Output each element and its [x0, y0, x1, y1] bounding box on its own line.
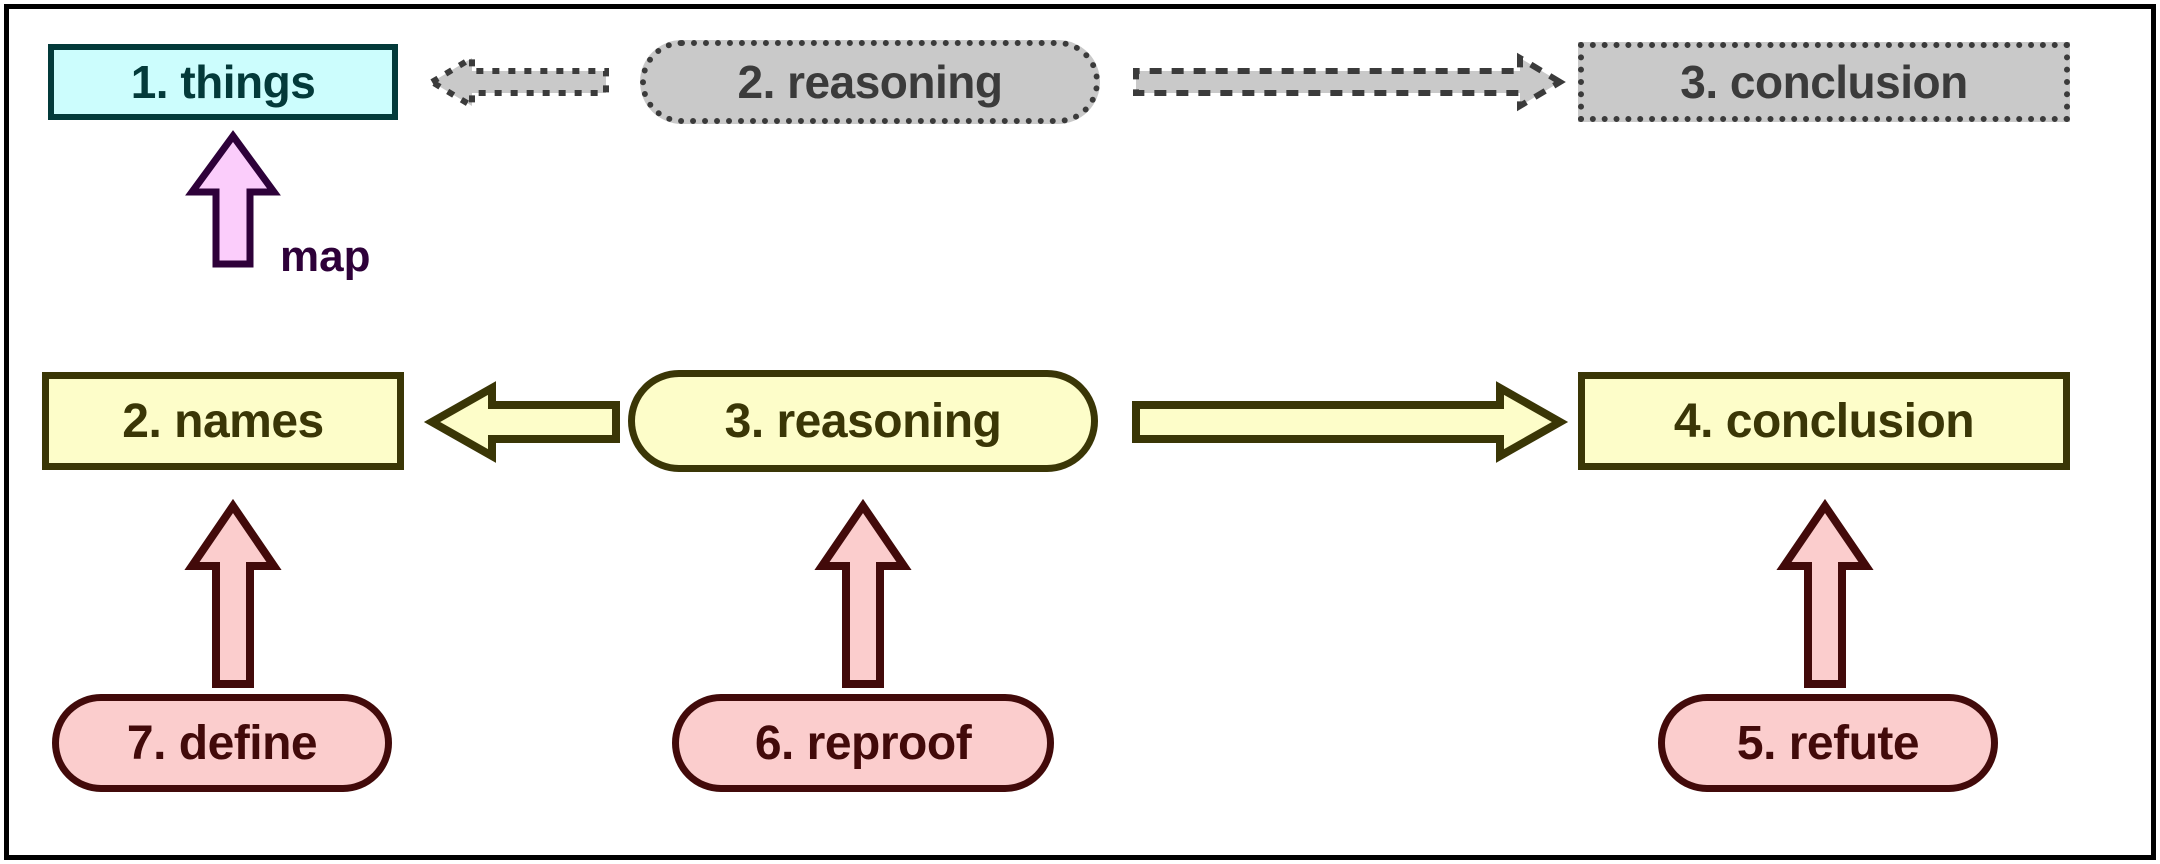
node-reasoning-mid[interactable]: 3. reasoning [628, 370, 1098, 472]
edge-refute-to-conclusion-mid [1776, 498, 1874, 688]
node-conclusion-top-label: 3. conclusion [1680, 56, 1968, 108]
node-reasoning-top-label: 2. reasoning [737, 56, 1003, 108]
node-names[interactable]: 2. names [42, 372, 404, 470]
node-things-label: 1. things [130, 56, 316, 108]
edge-label-map: map [280, 232, 370, 282]
node-reasoning-mid-label: 3. reasoning [724, 394, 1002, 448]
edge-define-to-names [184, 498, 282, 688]
node-conclusion-top[interactable]: 3. conclusion [1578, 42, 2070, 122]
edge-reasoning-top-to-conclusion-top [1133, 52, 1566, 112]
edge-label-map-text: map [280, 232, 371, 281]
diagram-outer-border [4, 4, 2156, 860]
node-define[interactable]: 7. define [52, 694, 392, 792]
edge-reasoning-mid-to-names [423, 381, 620, 463]
edge-reasoning-top-to-things [426, 52, 609, 112]
node-refute-label: 5. refute [1736, 716, 1920, 770]
edge-names-to-things [185, 130, 281, 268]
node-things[interactable]: 1. things [48, 44, 398, 120]
edge-reasoning-mid-to-conclusion-mid [1132, 381, 1569, 463]
node-conclusion-mid[interactable]: 4. conclusion [1578, 372, 2070, 470]
node-reproof[interactable]: 6. reproof [672, 694, 1054, 792]
node-names-label: 2. names [122, 394, 324, 448]
node-refute[interactable]: 5. refute [1658, 694, 1998, 792]
edge-reproof-to-reasoning-mid [814, 498, 912, 688]
node-define-label: 7. define [126, 716, 318, 770]
node-reasoning-top[interactable]: 2. reasoning [640, 40, 1100, 124]
node-reproof-label: 6. reproof [754, 716, 972, 770]
node-conclusion-mid-label: 4. conclusion [1673, 394, 1975, 448]
